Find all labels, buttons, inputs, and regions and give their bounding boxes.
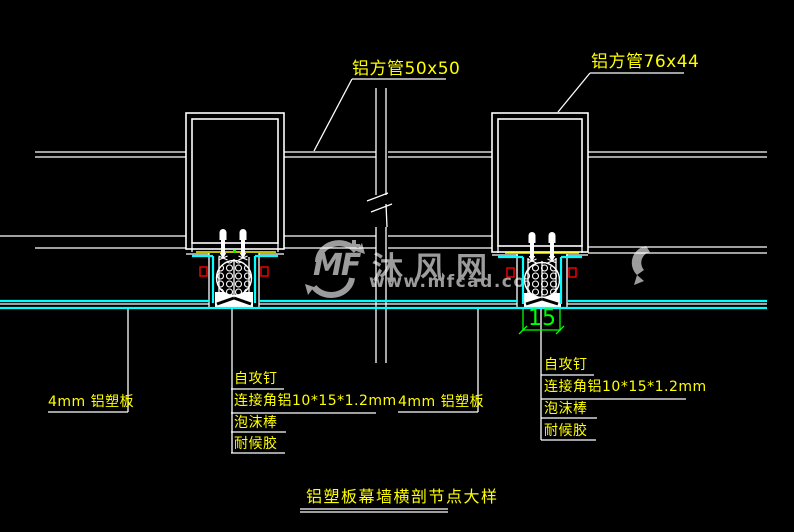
dimension-15: 15 xyxy=(528,306,556,331)
mullion-tube-outline xyxy=(491,112,589,253)
sealant-wedge xyxy=(216,296,235,306)
callout-center-angle: 连接角铝10*15*1.2mm xyxy=(234,393,397,409)
dimension-lines xyxy=(233,250,565,335)
mullion-tube-outline xyxy=(191,118,279,244)
screw-tip xyxy=(219,253,227,259)
callout-center-sealant: 耐候胶 xyxy=(234,436,278,452)
screw-stem xyxy=(530,242,534,256)
panel-linework xyxy=(0,254,767,310)
mullion-tube-outline xyxy=(185,112,285,250)
label-square-tube-50x50: 铝方管50x50 xyxy=(352,59,461,79)
label-panel-right: 4mm 铝塑板 xyxy=(398,394,485,410)
callout-right-angle: 连接角铝10*15*1.2mm xyxy=(544,379,707,395)
screw-tip xyxy=(528,256,536,262)
mullion-tube-outline xyxy=(497,118,583,247)
sealant-wedge xyxy=(541,297,559,306)
screw-thread xyxy=(218,255,228,261)
callout-right-sealant: 耐候胶 xyxy=(544,423,588,439)
screw-head xyxy=(239,229,247,240)
sealant-wedge xyxy=(233,296,252,306)
screw-stem xyxy=(221,239,225,253)
screw-head xyxy=(219,229,227,240)
label-square-tube-76x44: 铝方管76x44 xyxy=(591,52,700,72)
label-panel-left: 4mm 铝塑板 xyxy=(48,394,135,410)
angle-clips xyxy=(199,266,577,278)
callout-center-foam: 泡沫棒 xyxy=(234,415,278,431)
drawing-title: 铝塑板幕墙横剖节点大样 xyxy=(306,487,499,506)
sealant-wedge xyxy=(525,297,543,306)
screw-tip xyxy=(548,256,556,262)
screw-tip xyxy=(239,253,247,259)
cad-line xyxy=(313,78,353,152)
angle-clip xyxy=(568,267,577,278)
screw-stem xyxy=(550,242,554,256)
callout-center-screw: 自攻钉 xyxy=(234,371,278,387)
dimension-line xyxy=(555,325,565,335)
angle-clip xyxy=(506,267,515,278)
green-tick xyxy=(233,250,236,253)
cad-line xyxy=(366,192,389,202)
angle-clip xyxy=(260,266,269,277)
cad-line xyxy=(385,203,388,228)
screw-thread xyxy=(527,258,537,264)
screws xyxy=(218,229,557,264)
white-linework xyxy=(0,72,767,513)
angle-clip xyxy=(199,266,208,277)
screw-head xyxy=(528,232,536,243)
screw-thread xyxy=(547,258,557,264)
screw-thread xyxy=(238,255,248,261)
callout-right-foam: 泡沫棒 xyxy=(544,401,588,417)
dimension-line xyxy=(518,325,528,335)
sealant-wedges xyxy=(216,296,559,306)
screw-stem xyxy=(241,239,245,253)
screw-head xyxy=(548,232,556,243)
cad-line xyxy=(557,72,591,113)
callout-right-screw: 自攻钉 xyxy=(544,357,588,373)
cad-line xyxy=(370,203,393,213)
